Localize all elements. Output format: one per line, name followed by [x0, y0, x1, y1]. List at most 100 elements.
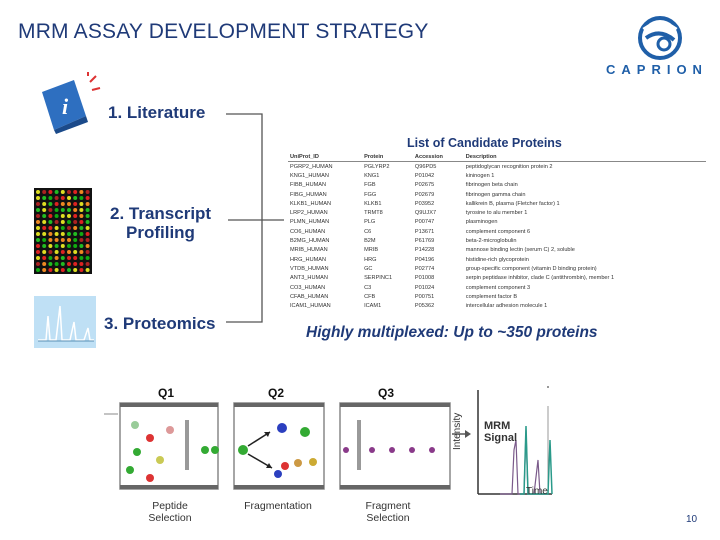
microarray-spot: [85, 238, 90, 242]
microarray-spot: [79, 220, 84, 224]
q2-label: Q2: [268, 386, 285, 400]
microarray-spot: [67, 202, 71, 206]
microarray-spot: [42, 238, 47, 242]
table-cell: B2M: [364, 238, 376, 245]
table-cell: KLKB1_HUMAN: [290, 200, 332, 207]
microarray-spot: [42, 208, 47, 212]
table-cell: Q9UJX7: [414, 210, 437, 217]
microarray-spot: [54, 244, 59, 248]
microarray-spot: [79, 202, 84, 206]
microarray-spot: [42, 268, 47, 272]
microarray-spot: [85, 262, 90, 266]
microarray-spot: [67, 220, 71, 224]
microarray-spot: [60, 196, 65, 200]
microarray-spot: [36, 262, 40, 266]
table-cell: P01008: [414, 275, 435, 282]
microarray-spot: [60, 244, 65, 248]
q3-label: Q3: [378, 386, 395, 400]
table-cell: MRIB_HUMAN: [290, 247, 328, 254]
microarray-spot: [67, 262, 71, 266]
microarray-spot: [67, 250, 71, 254]
table-cell: LRP2_HUMAN: [290, 210, 328, 217]
microarray-spot: [36, 190, 40, 194]
microarray-spot: [48, 238, 53, 242]
column-header: UniProt_ID: [288, 152, 363, 162]
microarray-spot: [60, 190, 65, 194]
microarray-spot: [42, 232, 47, 236]
table-cell: mannose binding lectin (serum C) 2, solu…: [465, 247, 575, 254]
table-cell: P61769: [414, 238, 435, 245]
table-cell: P13671: [414, 228, 435, 235]
microarray-spot: [73, 190, 78, 194]
microarray-spot: [36, 196, 40, 200]
microarray-spot: [79, 196, 84, 200]
table-cell: SERPINC1: [364, 275, 393, 282]
table-cell: kallikrein B, plasma (Fletcher factor) 1: [465, 200, 560, 207]
table-cell: ICAM1: [364, 303, 382, 310]
table-cell: P02774: [414, 265, 435, 272]
step-profiling: Profiling: [126, 223, 195, 242]
microarray-spot: [48, 256, 53, 260]
microarray-spot: [73, 202, 78, 206]
table-cell: KNG1: [364, 172, 380, 179]
microarray-spot: [85, 232, 90, 236]
triple-quadrupole-diagram: [104, 386, 553, 495]
microarray-spot: [67, 232, 71, 236]
microarray-spot: [60, 268, 65, 272]
microarray-spot: [54, 268, 59, 272]
microarray-spot: [60, 238, 65, 242]
microarray-spot: [48, 196, 53, 200]
microarray-spot: [54, 238, 59, 242]
table-cell: ICAM1_HUMAN: [290, 303, 331, 310]
microarray-spot: [36, 268, 40, 272]
microarray-spot: [73, 226, 78, 230]
microarray-spot: [48, 208, 53, 212]
microarray-spot: [85, 256, 90, 260]
table-cell: PGRP2_HUMAN: [290, 163, 333, 170]
microarray-spot: [60, 214, 65, 218]
table-cell: histidine-rich glycoprotein: [465, 256, 529, 263]
microarray-spot: [54, 202, 59, 206]
microarray-spot: [48, 220, 53, 224]
microarray-spot: [42, 244, 47, 248]
microarray-spot: [85, 208, 90, 212]
table-cell: beta-2-microglobulin: [465, 238, 517, 245]
microarray-spot: [54, 190, 59, 194]
microarray-spot: [42, 214, 47, 218]
microarray-spot: [48, 244, 53, 248]
table-cell: complement component 3: [465, 284, 531, 291]
microarray-spot: [79, 238, 84, 242]
table-cell: fibrinogen gamma chain: [465, 191, 526, 198]
microarray-spot: [60, 256, 65, 260]
microarray-spot: [79, 190, 84, 194]
microarray-spot: [48, 190, 53, 194]
table-cell: complement component 6: [465, 228, 531, 235]
microarray-spot: [48, 232, 53, 236]
microarray-spot: [42, 226, 47, 230]
microarray-spot: [36, 220, 40, 224]
microarray-spot: [67, 226, 71, 230]
microarray-spot: [60, 262, 65, 266]
microarray-spot: [48, 202, 53, 206]
microarray-spot: [67, 190, 71, 194]
microarray-spot: [85, 202, 90, 206]
microarray-spot: [67, 208, 71, 212]
book-icon: i: [42, 72, 101, 134]
column-header: Protein: [362, 152, 413, 162]
table-cell: CFAB_HUMAN: [290, 293, 329, 300]
microarray-spot: [67, 256, 71, 260]
microarray-spot: [36, 238, 40, 242]
table-cell: PLG: [364, 219, 376, 226]
time-axis-label: Time: [526, 486, 548, 497]
microarray-spot: [42, 190, 47, 194]
microarray-spot: [54, 220, 59, 224]
microarray-spot: [85, 220, 90, 224]
